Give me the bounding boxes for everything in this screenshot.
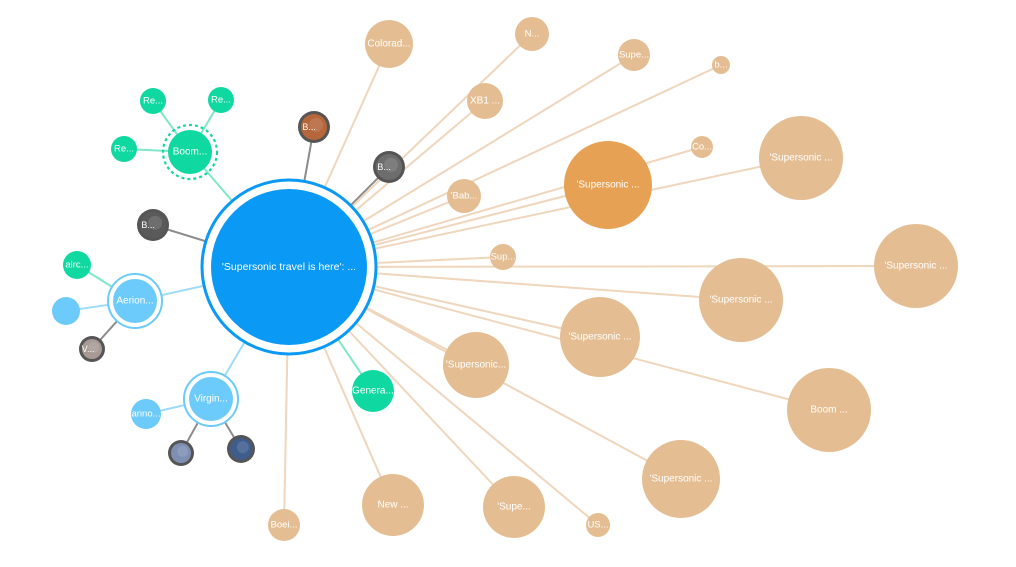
node-label: 'Supersonic ...	[769, 153, 832, 164]
node-label: Aerion...	[116, 296, 153, 307]
node-label: anno...	[131, 409, 160, 420]
node-new[interactable]: New ...	[362, 474, 424, 536]
node-layer: 'Supersonic travel is here': ... Boom... R…	[52, 17, 958, 541]
node-bab[interactable]: 'Bab...	[447, 179, 481, 213]
node-label: B...	[302, 122, 316, 132]
node-aerion[interactable]: Aerion...	[108, 274, 162, 328]
node-photo-w[interactable]: V...	[79, 336, 105, 362]
node-label: Supe...	[619, 50, 649, 61]
node-orange[interactable]: 'Supersonic ...	[564, 141, 652, 229]
node-label: Re...	[143, 96, 163, 107]
node-sup-small[interactable]: Sup...	[490, 244, 516, 270]
node-label: Boom...	[173, 147, 207, 158]
node-label: Boom ...	[810, 405, 847, 416]
node-photo-b3[interactable]: B...	[137, 209, 169, 241]
node-supe-bottom[interactable]: 'Supe...	[483, 476, 545, 538]
node-label: Co...	[692, 142, 712, 153]
node-photo-b2[interactable]: B...	[373, 151, 405, 183]
node-boom[interactable]: Boom...	[163, 125, 217, 179]
node-label: airc...	[65, 260, 88, 271]
node-colorado[interactable]: Colorad...	[365, 20, 413, 68]
node-label: Sup...	[491, 252, 516, 263]
node-photo-b1[interactable]: B...	[298, 111, 330, 143]
node-re2[interactable]: Re...	[208, 87, 234, 113]
node-boei[interactable]: Boei...	[268, 509, 300, 541]
node-us[interactable]: US...	[586, 513, 610, 537]
node-label: b...	[714, 60, 727, 71]
node-sup-right1[interactable]: 'Supersonic ...	[759, 116, 843, 200]
node-label: 'Supersonic ...	[568, 332, 631, 343]
node-anno[interactable]: anno...	[131, 399, 161, 429]
node-supe1[interactable]: Supe...	[618, 39, 650, 71]
node-label: Virgin...	[194, 394, 228, 405]
node-aircraft[interactable]: airc...	[63, 251, 91, 279]
node-label: B...	[377, 162, 391, 172]
node-virgin[interactable]: Virgin...	[184, 372, 238, 426]
node-label: New ...	[377, 500, 408, 511]
node-sup-far-right[interactable]: 'Supersonic ...	[874, 224, 958, 308]
center-article-node[interactable]: 'Supersonic travel is here': ...	[202, 180, 376, 354]
node-label: 'Supersonic...	[446, 360, 506, 371]
node-sup-mid2[interactable]: 'Supersonic ...	[560, 297, 640, 377]
node-photo-v1[interactable]	[168, 440, 194, 466]
node-sup-mid1[interactable]: 'Supersonic ...	[699, 258, 783, 342]
node-label: 'Bab...	[451, 191, 478, 202]
node-label: XB1 ...	[470, 96, 500, 107]
node-xb1[interactable]: XB1 ...	[467, 83, 503, 119]
node-sup-low[interactable]: 'Supersonic ...	[642, 440, 720, 518]
node-label: Colorad...	[367, 39, 410, 50]
node-label: V...	[82, 344, 95, 354]
node-label: 'Supe...	[497, 502, 531, 513]
node-label: Re...	[211, 95, 231, 106]
node-label: Genera...	[352, 386, 394, 397]
node-label: 'Supersonic travel is here': ...	[222, 261, 356, 273]
entity-node-icon	[52, 297, 80, 325]
photo-highlight	[177, 446, 188, 457]
photo-highlight	[237, 441, 249, 453]
node-label: 'Supersonic ...	[576, 180, 639, 191]
node-label: 'Supersonic ...	[649, 474, 712, 485]
node-label: Boei...	[271, 520, 298, 531]
node-label: US...	[587, 520, 608, 531]
node-label: 'Supersonic ...	[709, 295, 772, 306]
node-label: 'Supersonic ...	[884, 261, 947, 272]
edge-center-sup-far-right	[289, 266, 916, 267]
node-boom-tan[interactable]: Boom ...	[787, 368, 871, 452]
node-photo-v2[interactable]	[227, 435, 255, 463]
node-re1[interactable]: Re...	[140, 88, 166, 114]
node-label: N...	[525, 29, 540, 40]
node-general[interactable]: Genera...	[352, 370, 394, 412]
node-label: Re...	[114, 144, 134, 155]
node-n[interactable]: N...	[515, 17, 549, 51]
node-re3[interactable]: Re...	[111, 136, 137, 162]
node-label: B...	[141, 220, 155, 230]
node-blue-dot[interactable]	[52, 297, 80, 325]
node-b-small[interactable]: b...	[712, 56, 730, 74]
node-sup-mid3[interactable]: 'Supersonic...	[443, 332, 509, 398]
node-co[interactable]: Co...	[691, 136, 713, 158]
